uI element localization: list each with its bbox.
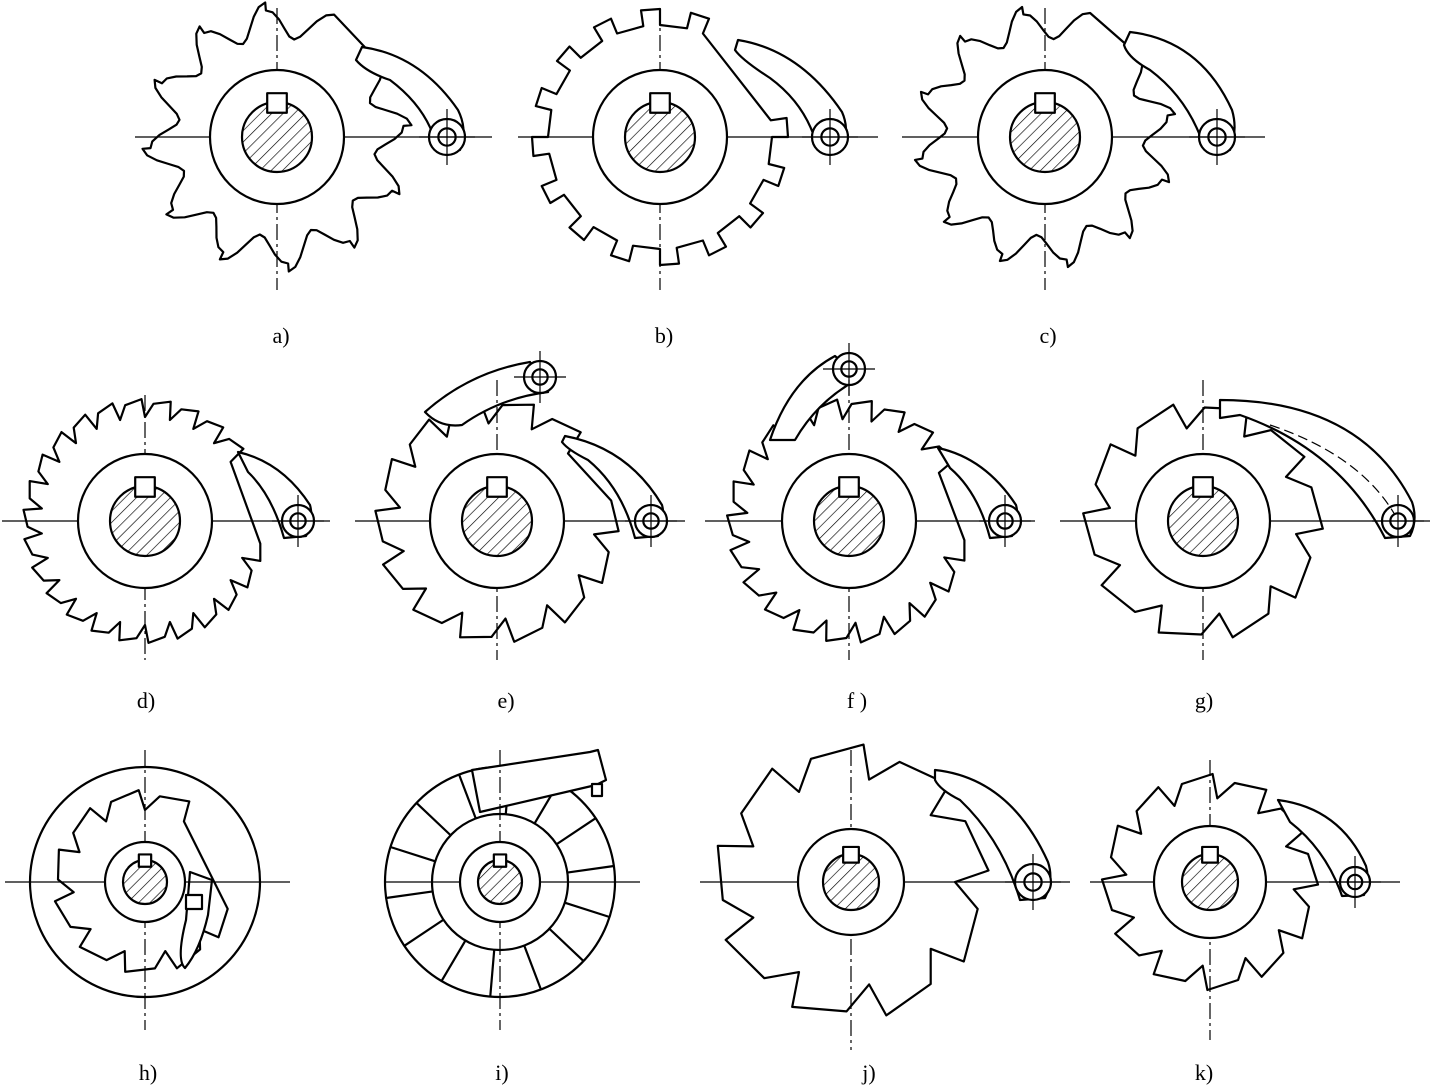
fig-a-keyway xyxy=(266,92,288,114)
label-k: k) xyxy=(1195,1060,1213,1085)
fig-i-clamp-screw xyxy=(590,782,604,798)
label-b: b) xyxy=(655,323,673,348)
fig-k-keyway xyxy=(1201,845,1219,864)
fig-h-keyway xyxy=(137,853,153,868)
fig-g-keyway xyxy=(1192,476,1214,498)
fig-i-segment-line xyxy=(523,945,542,990)
label-g: g) xyxy=(1195,688,1213,713)
fig-i-segment-line xyxy=(403,918,445,947)
fig-i-segment-line xyxy=(489,949,496,997)
fig-i-segment-line xyxy=(458,774,477,819)
fig-c-keyway xyxy=(1034,92,1056,114)
label-e: e) xyxy=(497,688,514,713)
label-d: d) xyxy=(137,688,155,713)
fig-j-keyway xyxy=(842,845,860,864)
fig-i-segment-line xyxy=(385,890,433,900)
fig-d-keyway xyxy=(134,476,156,498)
fig-i-segment-line xyxy=(415,802,452,837)
fig-f-keyway xyxy=(838,476,860,498)
fig-i-segment-line xyxy=(555,817,597,846)
fig-i-keyway xyxy=(492,853,508,868)
fig-e-top-blade xyxy=(423,360,550,427)
fig-i-clamp xyxy=(470,748,608,814)
fig-b-keyway xyxy=(649,92,671,114)
label-f: f ) xyxy=(847,688,867,713)
fig-i-segment-line xyxy=(548,927,585,962)
label-i: i) xyxy=(495,1060,508,1085)
fig-i-segment-line xyxy=(440,939,467,982)
label-a: a) xyxy=(272,323,289,348)
label-j: j) xyxy=(861,1060,875,1085)
fig-h-screw xyxy=(184,893,204,911)
fig-g-blade-hidden-line xyxy=(1269,424,1396,516)
label-c: c) xyxy=(1039,323,1056,348)
fig-i-segment-line xyxy=(564,901,610,919)
fig-i-segment-line xyxy=(567,864,615,874)
fig-e-keyway xyxy=(486,476,508,498)
label-h: h) xyxy=(139,1060,157,1085)
fig-i-segment-line xyxy=(390,845,436,863)
